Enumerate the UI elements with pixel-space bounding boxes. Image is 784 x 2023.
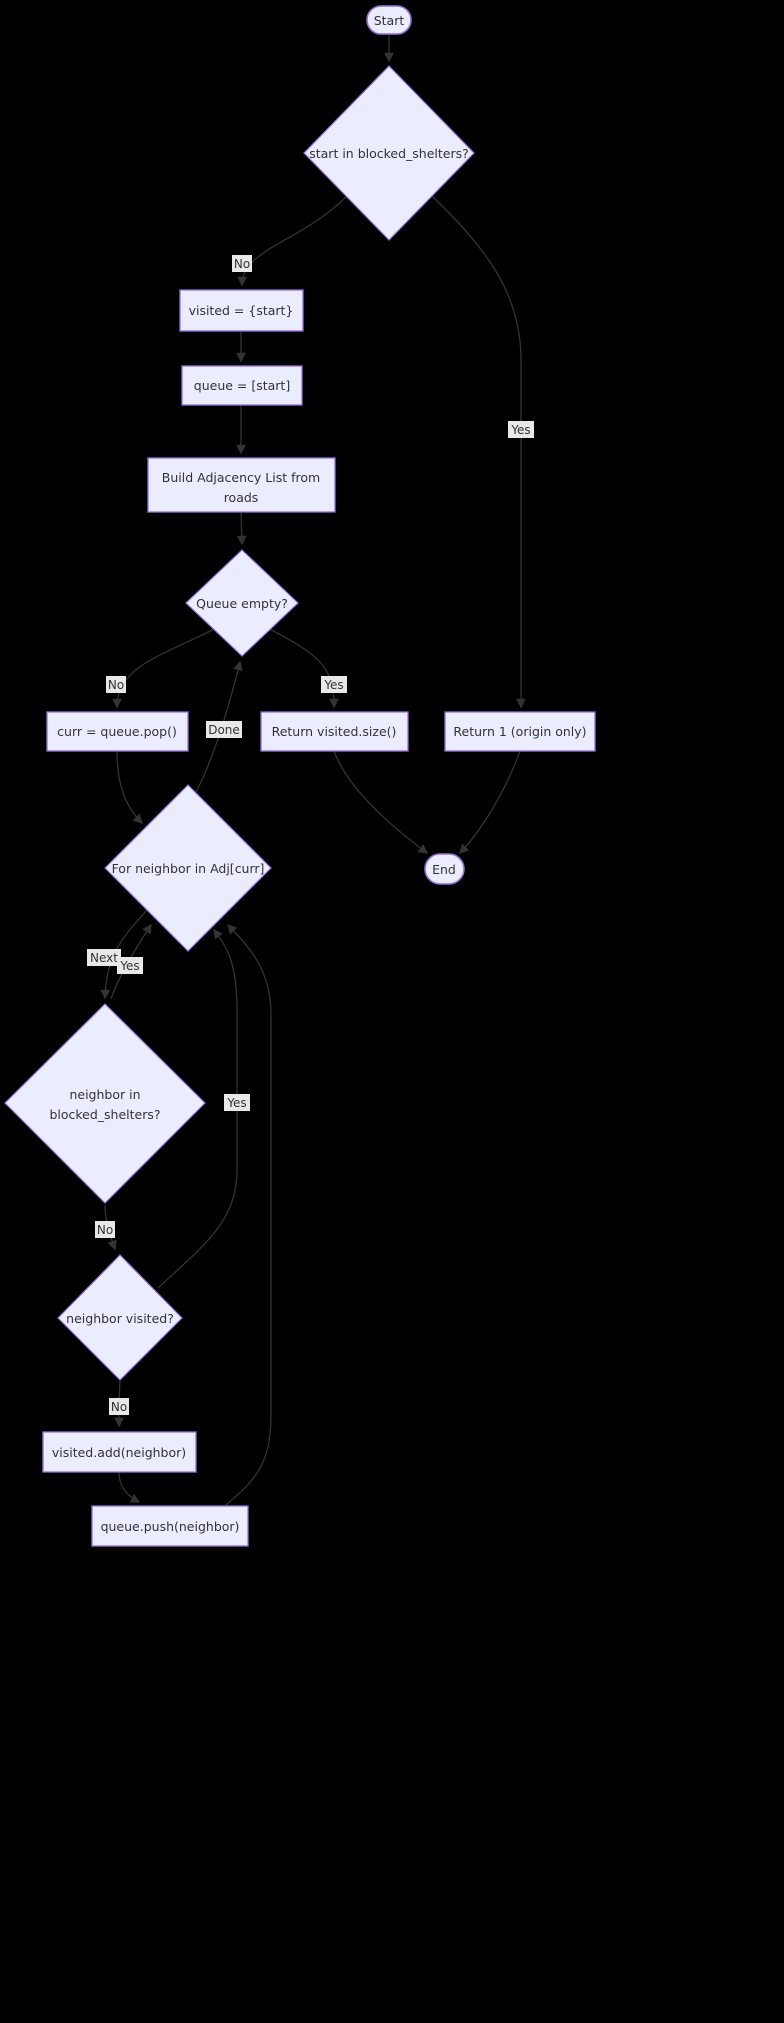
edge-check-no-to-visited: [237, 195, 348, 287]
edge-label-text: No: [111, 1400, 127, 1414]
edge-label-bg: [321, 676, 347, 693]
neighbor-blocked-shape: [4, 1003, 206, 1204]
edge-label-text: Yes: [119, 959, 139, 973]
neighbor-blocked-label-line2: blocked_shelters?: [49, 1107, 160, 1122]
edge-label-no-queue-empty: No: [106, 676, 126, 693]
neighbor-visited-label: neighbor visited?: [66, 1311, 174, 1326]
edge-label-no-blocked: No: [95, 1221, 115, 1238]
return-one-label: Return 1 (origin only): [453, 724, 586, 739]
edge-curr-to-for-neighbor: [116, 750, 144, 825]
edge-return-one-to-end: [458, 750, 521, 855]
node-neighbor-blocked: neighbor in blocked_shelters?: [4, 1003, 206, 1204]
node-queue-push: queue.push(neighbor): [91, 1505, 249, 1547]
edge-queue-empty-no-to-curr: [112, 628, 215, 709]
return-one-shape: [444, 711, 596, 752]
queue-push-shape: [91, 1505, 249, 1547]
edge-build-to-queue-empty: [236, 511, 247, 546]
edge-label-bg: [206, 721, 242, 738]
node-return-size: Return visited.size(): [260, 711, 409, 752]
node-build-adj: Build Adjacency List from roads: [147, 457, 336, 513]
edge-return-size-to-end: [333, 750, 429, 854]
node-return-one: Return 1 (origin only): [444, 711, 596, 752]
edge-label-next-neighbor: Next: [87, 949, 121, 966]
for-neighbor-shape: [104, 784, 272, 952]
edge-label-done-for-loop: Done: [206, 721, 242, 738]
queue-empty-label: Queue empty?: [196, 596, 288, 611]
edge-queue-empty-yes-to-return-size: [269, 628, 339, 709]
for-neighbor-label: For neighbor in Adj[curr]: [112, 861, 265, 876]
edge-visited-check-yes-to-for-neighbor: [157, 928, 238, 1289]
node-queue-init: queue = [start]: [181, 365, 303, 406]
return-size-shape: [260, 711, 409, 752]
return-size-label: Return visited.size(): [272, 724, 397, 739]
node-queue-empty: Queue empty?: [185, 549, 299, 657]
edge-label-text: No: [234, 257, 250, 271]
curr-pop-shape: [46, 711, 189, 752]
visited-init-shape: [179, 289, 304, 332]
node-visited-add: visited.add(neighbor): [42, 1431, 197, 1473]
edge-label-yes-queue-empty: Yes: [321, 676, 347, 693]
edge-label-text: No: [108, 678, 124, 692]
edge-label-bg: [508, 421, 534, 438]
node-curr-pop: curr = queue.pop(): [46, 711, 189, 752]
node-visited-init: visited = {start}: [179, 289, 304, 332]
edge-push-to-for-neighbor: [225, 923, 272, 1506]
neighbor-blocked-label-line1: neighbor in: [69, 1087, 140, 1102]
edge-label-bg: [109, 1398, 129, 1415]
edge-label-bg: [224, 1094, 250, 1111]
neighbor-visited-shape: [57, 1254, 183, 1381]
queue-init-label: queue = [start]: [194, 378, 290, 393]
check-start-blocked-shape: [303, 65, 475, 241]
node-check-start-blocked: start in blocked_shelters?: [303, 65, 475, 241]
edge-label-no-start-blocked: No: [232, 255, 252, 272]
start-shape: [366, 5, 412, 35]
start-label: Start: [374, 13, 405, 28]
check-start-blocked-label: start in blocked_shelters?: [309, 146, 469, 161]
edge-label-text: Done: [208, 723, 240, 737]
end-label: End: [432, 862, 456, 877]
edge-label-yes-start-blocked: Yes: [508, 421, 534, 438]
edge-check-yes-to-return-one: [431, 195, 526, 709]
edge-label-yes-visited-loop: Yes: [224, 1094, 250, 1111]
build-adj-label-line2: roads: [224, 490, 259, 505]
edge-label-bg: [232, 255, 252, 272]
visited-add-shape: [42, 1431, 197, 1473]
visited-init-label: visited = {start}: [189, 303, 294, 318]
edge-label-bg: [117, 957, 143, 974]
node-for-neighbor: For neighbor in Adj[curr]: [104, 784, 272, 952]
edge-label-bg: [106, 676, 126, 693]
queue-init-shape: [181, 365, 303, 406]
node-end: End: [424, 853, 465, 885]
visited-add-label: visited.add(neighbor): [52, 1445, 186, 1460]
edge-label-text: Yes: [226, 1096, 246, 1110]
edge-label-text: Yes: [510, 423, 530, 437]
edge-label-yes-blocked-loop: Yes: [117, 957, 143, 974]
edge-label-text: Next: [90, 951, 118, 965]
node-start: Start: [366, 5, 412, 35]
queue-empty-shape: [185, 549, 299, 657]
end-shape: [424, 853, 465, 885]
queue-push-label: queue.push(neighbor): [101, 1519, 240, 1534]
edge-label-text: No: [97, 1223, 113, 1237]
edge-label-bg: [95, 1221, 115, 1238]
edge-label-no-visited: No: [109, 1398, 129, 1415]
edge-label-bg: [87, 949, 121, 966]
node-neighbor-visited: neighbor visited?: [57, 1254, 183, 1381]
edge-for-neighbor-next-to-blocked: [100, 909, 148, 1000]
build-adj-shape: [147, 457, 336, 513]
edge-label-text: Yes: [323, 678, 343, 692]
build-adj-label-line1: Build Adjacency List from: [162, 470, 320, 485]
curr-pop-label: curr = queue.pop(): [57, 724, 177, 739]
edge-add-to-push: [118, 1471, 141, 1503]
